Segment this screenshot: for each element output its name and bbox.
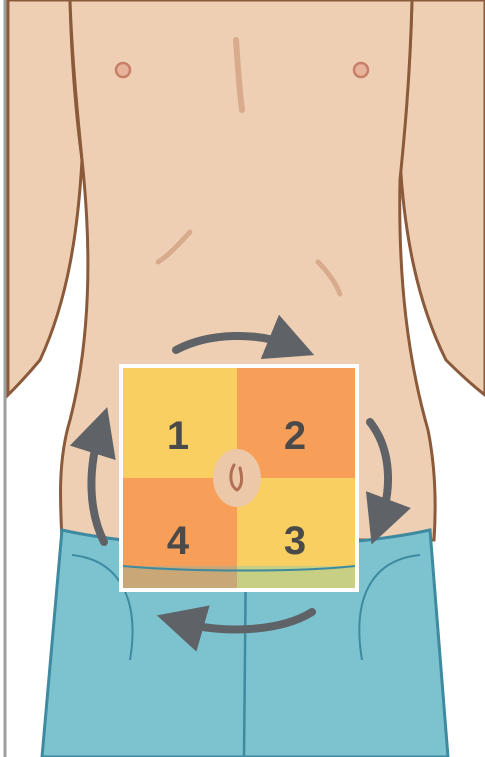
- right-arm: [400, 0, 485, 395]
- quadrant-1-label: 1: [167, 414, 189, 458]
- injection-quadrant-grid: 1 2 3 4: [121, 366, 357, 590]
- right-nipple: [354, 63, 368, 77]
- left-arm: [8, 0, 82, 395]
- quadrant-2-label: 2: [284, 414, 306, 458]
- left-nipple: [116, 63, 130, 77]
- navel-area: [213, 449, 261, 507]
- quadrant-3-label: 3: [284, 519, 306, 563]
- quadrant-4-label: 4: [167, 519, 190, 563]
